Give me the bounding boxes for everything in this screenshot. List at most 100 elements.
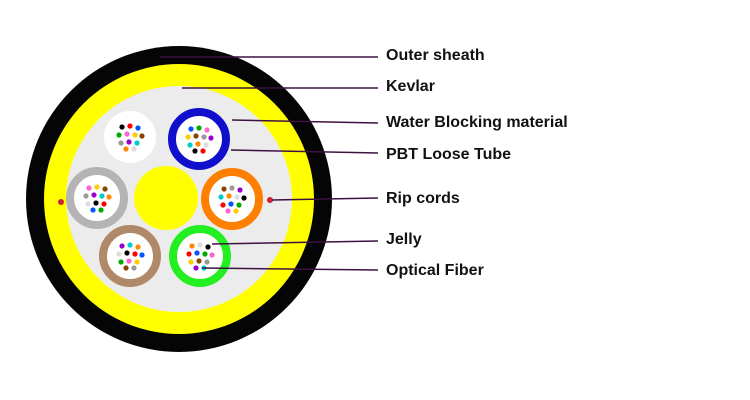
loose-tube-top-right [168, 108, 230, 170]
pbt-tube-wall [66, 167, 128, 229]
optical-fiber [93, 200, 99, 206]
optical-fiber [126, 258, 132, 264]
loose-tubes [66, 108, 263, 287]
label-pbt-loose-tube: PBT Loose Tube [386, 146, 512, 163]
optical-fiber [135, 244, 141, 250]
optical-fiber [124, 131, 130, 137]
optical-fiber [123, 265, 129, 271]
optical-fiber [209, 252, 215, 258]
loose-tube-right [201, 168, 263, 230]
rip-cord-left [58, 199, 64, 205]
optical-fiber [83, 193, 89, 199]
optical-fiber [91, 192, 97, 198]
pbt-tube-wall [102, 109, 158, 165]
optical-fiber [101, 201, 107, 207]
optical-fiber [98, 207, 104, 213]
optical-fiber [186, 251, 192, 257]
optical-fiber [127, 123, 133, 129]
optical-fiber [234, 194, 240, 200]
optical-fiber [139, 133, 145, 139]
optical-fiber [197, 242, 203, 248]
optical-fiber [203, 142, 209, 148]
central-strength-member [134, 166, 198, 230]
loose-tube-bottom-right [169, 225, 231, 287]
optical-fiber [86, 185, 92, 191]
optical-fiber [196, 125, 202, 131]
optical-fiber [208, 135, 214, 141]
label-water-blocking-material: Water Blocking material [386, 114, 568, 131]
optical-fiber [102, 186, 108, 192]
optical-fiber [188, 259, 194, 265]
optical-fiber [192, 148, 198, 154]
optical-fiber [119, 124, 125, 130]
optical-fiber [220, 202, 226, 208]
optical-fiber [189, 243, 195, 249]
optical-fiber [237, 187, 243, 193]
optical-fiber [119, 243, 125, 249]
optical-fiber [201, 134, 207, 140]
optical-fiber [99, 193, 105, 199]
optical-fiber [118, 140, 124, 146]
pbt-tube-wall [168, 108, 230, 170]
optical-fiber [236, 202, 242, 208]
optical-fiber [218, 194, 224, 200]
optical-fiber [131, 146, 137, 152]
loose-tube-left [66, 167, 128, 229]
label-outer-sheath: Outer sheath [386, 47, 485, 64]
label-jelly: Jelly [386, 231, 422, 248]
optical-fiber [188, 126, 194, 132]
rip-cord-right [267, 197, 273, 203]
label-optical-fiber: Optical Fiber [386, 262, 484, 279]
label-rip-cords: Rip cords [386, 190, 460, 207]
optical-fiber [196, 258, 202, 264]
leader-lines [160, 56, 379, 271]
optical-fiber [205, 244, 211, 250]
optical-fiber [90, 207, 96, 213]
optical-fiber [127, 242, 133, 248]
leader-line-jelly [211, 240, 379, 245]
optical-fiber [132, 251, 138, 257]
optical-fiber [139, 252, 145, 258]
pbt-tube-wall [169, 225, 231, 287]
optical-fiber [193, 265, 199, 271]
optical-fiber [204, 259, 210, 265]
optical-fiber [200, 148, 206, 154]
optical-fiber [135, 125, 141, 131]
leader-line-optical-fiber [201, 267, 379, 271]
optical-fiber [195, 141, 201, 147]
optical-fiber [134, 259, 140, 265]
pbt-tube-wall [99, 225, 161, 287]
optical-fiber [194, 250, 200, 256]
optical-fiber [221, 186, 227, 192]
optical-fiber [185, 134, 191, 140]
label-kevlar: Kevlar [386, 78, 435, 95]
optical-fiber [116, 251, 122, 257]
loose-tube-top-left [102, 109, 158, 165]
leader-line-water-blocking [231, 119, 379, 124]
optical-fiber [241, 195, 247, 201]
optical-fiber [225, 208, 231, 214]
optical-fiber [226, 193, 232, 199]
optical-fiber [124, 250, 130, 256]
optical-fiber [123, 146, 129, 152]
loose-tube-bottom-left [99, 225, 161, 287]
optical-fiber [193, 133, 199, 139]
optical-fiber [116, 132, 122, 138]
optical-fiber [94, 184, 100, 190]
optical-fiber [233, 208, 239, 214]
optical-fiber [228, 201, 234, 207]
leader-line-pbt-tube [230, 149, 379, 154]
optical-fiber [132, 132, 138, 138]
optical-fiber [131, 265, 137, 271]
optical-fiber [204, 127, 210, 133]
optical-fiber [85, 201, 91, 207]
optical-fiber [202, 251, 208, 257]
optical-fiber [187, 142, 193, 148]
leader-line-rip-cords [271, 197, 379, 201]
pbt-tube-wall [201, 168, 263, 230]
optical-fiber [134, 140, 140, 146]
optical-fiber [118, 259, 124, 265]
optical-fiber [126, 139, 132, 145]
optical-fiber [106, 194, 112, 200]
